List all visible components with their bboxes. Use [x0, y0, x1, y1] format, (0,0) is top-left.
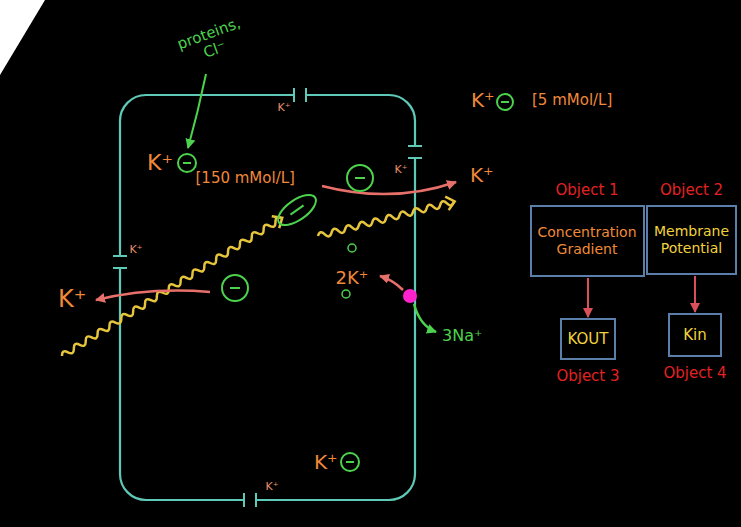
cell-membrane [120, 95, 415, 500]
box-text: Concentration Gradient [538, 224, 637, 258]
flow-arrow [587, 278, 589, 317]
anion-dot [342, 290, 350, 298]
box-text: Membrane Potential [654, 223, 729, 257]
channel-label: K⁺ [395, 164, 408, 177]
ion-label: K⁺ [58, 286, 86, 314]
wavy-line [317, 199, 454, 239]
protein-anion [273, 189, 321, 231]
wavy-arrow [316, 195, 456, 243]
anion-dot [348, 244, 356, 252]
ion-label: K⁺ [470, 164, 494, 187]
minus-sign [183, 162, 191, 164]
concentration-label: [5 mMol/L] [532, 92, 612, 109]
arrow-head [445, 195, 456, 211]
ion-label: 2K⁺ [336, 268, 369, 289]
box-text: KOUT [568, 330, 609, 348]
watermark-corner [0, 0, 45, 75]
leader-arrow [188, 74, 206, 148]
pump-arrow [414, 304, 436, 332]
minus-sign [355, 177, 365, 179]
channel-gap [410, 146, 420, 158]
efflux-arrow [322, 182, 456, 194]
concept-box: Object 2Membrane Potential [646, 205, 737, 275]
ion-label: 3Na⁺ [442, 327, 482, 345]
concept-box: Object 1Concentration Gradient [530, 205, 645, 277]
channel-label: K⁺ [130, 244, 143, 257]
anion-circle [497, 94, 513, 110]
channel-label: K⁺ [266, 481, 279, 494]
channel-wall [305, 88, 307, 102]
anion-ellipse [273, 189, 321, 231]
channel-wall [408, 157, 422, 159]
channel-gap [115, 256, 125, 268]
box-text: Kin [683, 326, 707, 344]
pump-dot [403, 289, 417, 303]
anion-circle [222, 275, 248, 301]
efflux-arrow [96, 291, 210, 300]
channel-wall [113, 267, 127, 269]
channel-wall [243, 493, 245, 507]
anion-circle [341, 453, 359, 471]
object-label: Object 3 [556, 367, 619, 385]
wavy-line [60, 216, 283, 359]
object-label: Object 1 [555, 181, 618, 199]
object-label: Object 2 [660, 181, 723, 199]
wavy-arrow [58, 212, 286, 362]
channel-wall [408, 145, 422, 147]
minus-sign [290, 205, 303, 214]
ion-label: K⁺ [471, 89, 495, 112]
minus-sign [346, 461, 354, 463]
channel-wall [293, 88, 295, 102]
concept-box: KinObject 4 [668, 313, 722, 357]
concept-box: KOUTObject 3 [560, 318, 617, 360]
anion-circle [178, 154, 196, 172]
minus-sign [230, 287, 240, 289]
pump-arrow [380, 276, 403, 290]
minus-sign [501, 101, 509, 103]
concentration-label: [150 mMol/L] [196, 170, 295, 187]
channel-wall [113, 255, 127, 257]
ion-label: K⁺ [314, 451, 338, 474]
channel-wall [255, 493, 257, 507]
channel-gap [294, 90, 306, 100]
channel-label: K⁺ [278, 102, 291, 115]
note-label: proteins, Cl⁻ [167, 11, 258, 72]
channel-gap [244, 495, 256, 505]
ion-label: K⁺ [147, 150, 173, 175]
anion-circle [347, 165, 373, 191]
flow-arrow [694, 276, 696, 312]
object-label: Object 4 [663, 364, 726, 382]
